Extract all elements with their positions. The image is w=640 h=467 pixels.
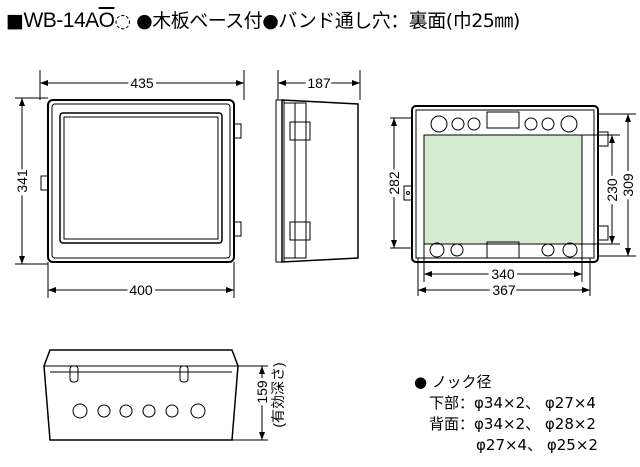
dotted-circle-icon: ◌ bbox=[114, 10, 131, 32]
back-view bbox=[390, 105, 636, 296]
back-value-2: φ27×4、 φ25×2 bbox=[476, 436, 598, 454]
dim-front-base-width: 400 bbox=[129, 282, 153, 298]
features-text: ●木板ベース付●バンド通し穴：裏面(巾25㎜) bbox=[136, 10, 520, 32]
model-suffix: O bbox=[98, 9, 115, 32]
square-mark: ■ bbox=[6, 10, 24, 32]
dim-back-plate-width: 340 bbox=[491, 266, 515, 282]
knockout-heading: ● ノック径 bbox=[414, 373, 492, 391]
dim-front-width: 435 bbox=[130, 75, 154, 91]
dim-bottom-depth-note: (有効深さ) bbox=[270, 362, 286, 427]
bottom-view bbox=[43, 349, 268, 441]
mounting-plate bbox=[423, 134, 583, 245]
dim-back-total-height: 309 bbox=[620, 173, 636, 197]
dim-front-height: 341 bbox=[14, 169, 30, 193]
dim-back-total-width: 367 bbox=[492, 282, 516, 298]
back-value: ：φ34×2、 φ28×2 bbox=[459, 415, 596, 433]
bottom-label: 下部 bbox=[429, 394, 460, 412]
knockout-notes: ● ノック径 下部：φ34×2、 φ27×4 背面：φ34×2、 φ28×2 φ… bbox=[414, 372, 598, 456]
back-label: 背面 bbox=[429, 415, 460, 433]
side-view bbox=[275, 70, 361, 263]
product-title: ■WB-14AO◌ ●木板ベース付●バンド通し穴：裏面(巾25㎜) bbox=[6, 6, 520, 33]
front-view bbox=[15, 70, 245, 298]
dim-bottom-depth: 159 bbox=[254, 380, 270, 404]
dim-side-depth: 187 bbox=[307, 75, 331, 91]
dim-back-plate-height: 230 bbox=[604, 178, 620, 202]
dim-back-mount-height: 282 bbox=[386, 171, 402, 195]
bottom-value: ：φ34×2、 φ27×4 bbox=[459, 394, 596, 412]
model-prefix: WB-14A bbox=[23, 9, 99, 32]
